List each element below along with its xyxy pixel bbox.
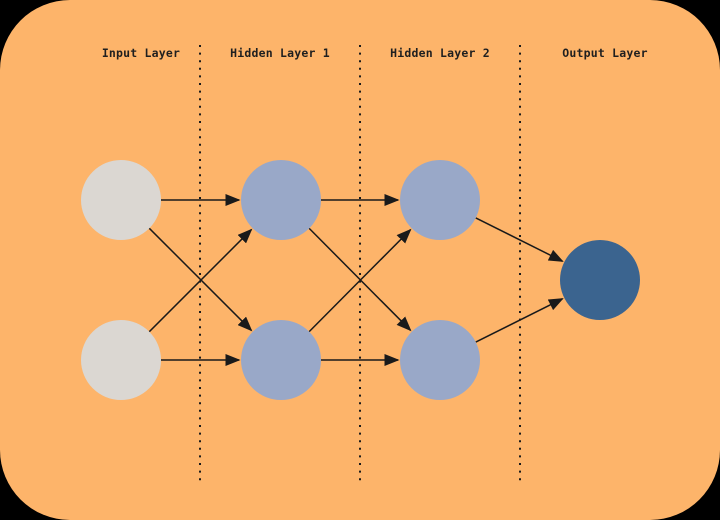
output-layer-label: Output Layer	[562, 46, 647, 60]
edge-hidden1-2-to-hidden2-1	[308, 228, 412, 333]
node-hidden2-1	[400, 160, 480, 240]
edge-input-2-to-hidden1-1	[148, 228, 253, 333]
neuron-nodes	[81, 160, 640, 400]
input-layer-label: Input Layer	[102, 46, 180, 60]
node-input-1	[81, 160, 161, 240]
edge-input-1-to-hidden1-2	[148, 227, 253, 332]
node-output-1	[560, 240, 640, 320]
node-hidden1-1	[241, 160, 321, 240]
edge-hidden2-1-to-output-1	[475, 217, 564, 262]
connection-arrows	[148, 194, 564, 366]
edge-hidden1-1-to-hidden2-2	[308, 227, 412, 332]
node-hidden1-2	[241, 320, 321, 400]
edge-hidden2-2-to-output-1	[475, 298, 564, 343]
node-input-2	[81, 320, 161, 400]
hidden-layer-2-label: Hidden Layer 2	[390, 46, 490, 60]
node-hidden2-2	[400, 320, 480, 400]
hidden-layer-1-label: Hidden Layer 1	[230, 46, 330, 60]
